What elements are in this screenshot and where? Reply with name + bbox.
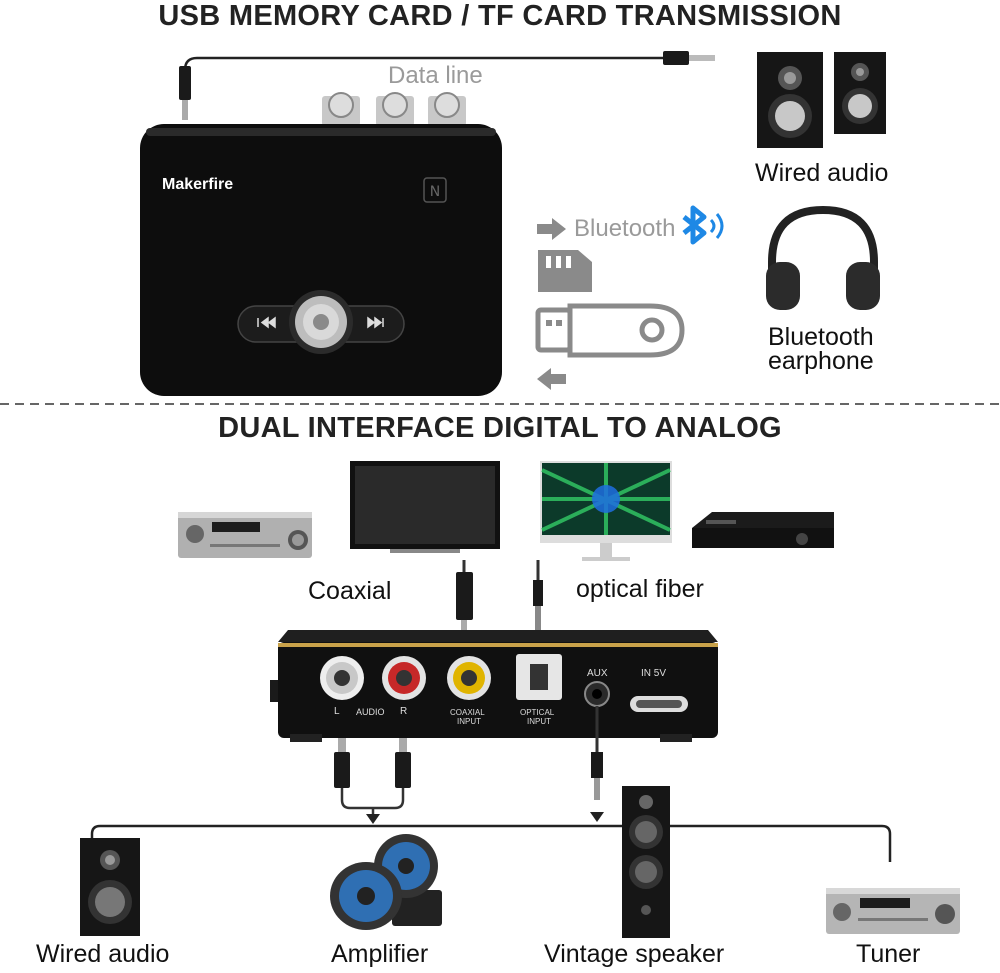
port-optical-label-2: INPUT <box>527 717 551 726</box>
usb-drive-icon <box>535 303 685 358</box>
port-optical-label-1: OPTICAL <box>520 708 555 717</box>
bluetooth-icon <box>682 205 724 245</box>
output-amplifier-label: Amplifier <box>331 940 429 968</box>
dvd-player-icon <box>692 512 834 548</box>
arrow-left-icon <box>537 368 566 390</box>
brand-logo-text: Makerfire <box>162 176 234 193</box>
tv-icon <box>350 461 500 553</box>
port-r-label: R <box>400 706 408 717</box>
dac-converter-device <box>270 630 718 742</box>
output-distribution-line <box>90 824 892 862</box>
bt-earphone-label-1: Bluetooth <box>768 323 874 351</box>
port-in5v-label: IN 5V <box>641 668 667 679</box>
bookshelf-speakers-icon <box>757 52 886 148</box>
port-aux-label: AUX <box>587 668 608 679</box>
bottom-heading: DUAL INTERFACE DIGITAL TO ANALOG <box>218 412 782 444</box>
optical-fiber-label: optical fiber <box>576 575 704 603</box>
monitor-icon <box>540 461 672 561</box>
bluetooth-label: Bluetooth <box>574 215 676 242</box>
input-cables <box>456 560 543 632</box>
port-audio-label: AUDIO <box>356 707 385 717</box>
av-receiver-icon <box>178 512 312 558</box>
top-heading: USB MEMORY CARD / TF CARD TRANSMISSION <box>158 0 842 32</box>
coaxial-label: Coaxial <box>308 577 392 605</box>
tower-speaker-icon <box>622 786 670 938</box>
port-coaxial-label-2: INPUT <box>457 717 481 726</box>
output-wired-audio-label: Wired audio <box>36 940 170 968</box>
output-tuner-label: Tuner <box>856 940 921 968</box>
amplifier-speakers-icon <box>330 834 442 930</box>
data-line-cable <box>179 51 715 120</box>
tf-card-icon <box>538 250 592 292</box>
port-coaxial-label-1: COAXIAL <box>450 708 485 717</box>
svg-text:N: N <box>430 184 440 200</box>
bt-receiver-device: N <box>140 92 502 396</box>
bt-earphone-label-2: earphone <box>768 347 874 375</box>
tuner-icon <box>826 888 960 934</box>
port-l-label: L <box>334 706 340 717</box>
wired-audio-top-label: Wired audio <box>755 159 889 187</box>
data-line-label: Data line <box>388 62 483 89</box>
output-cables <box>334 706 604 824</box>
arrow-right-icon <box>537 218 566 240</box>
output-vintage-speaker-label: Vintage speaker <box>544 940 725 968</box>
headphones-icon <box>766 205 880 310</box>
wired-speaker-icon <box>80 838 140 936</box>
